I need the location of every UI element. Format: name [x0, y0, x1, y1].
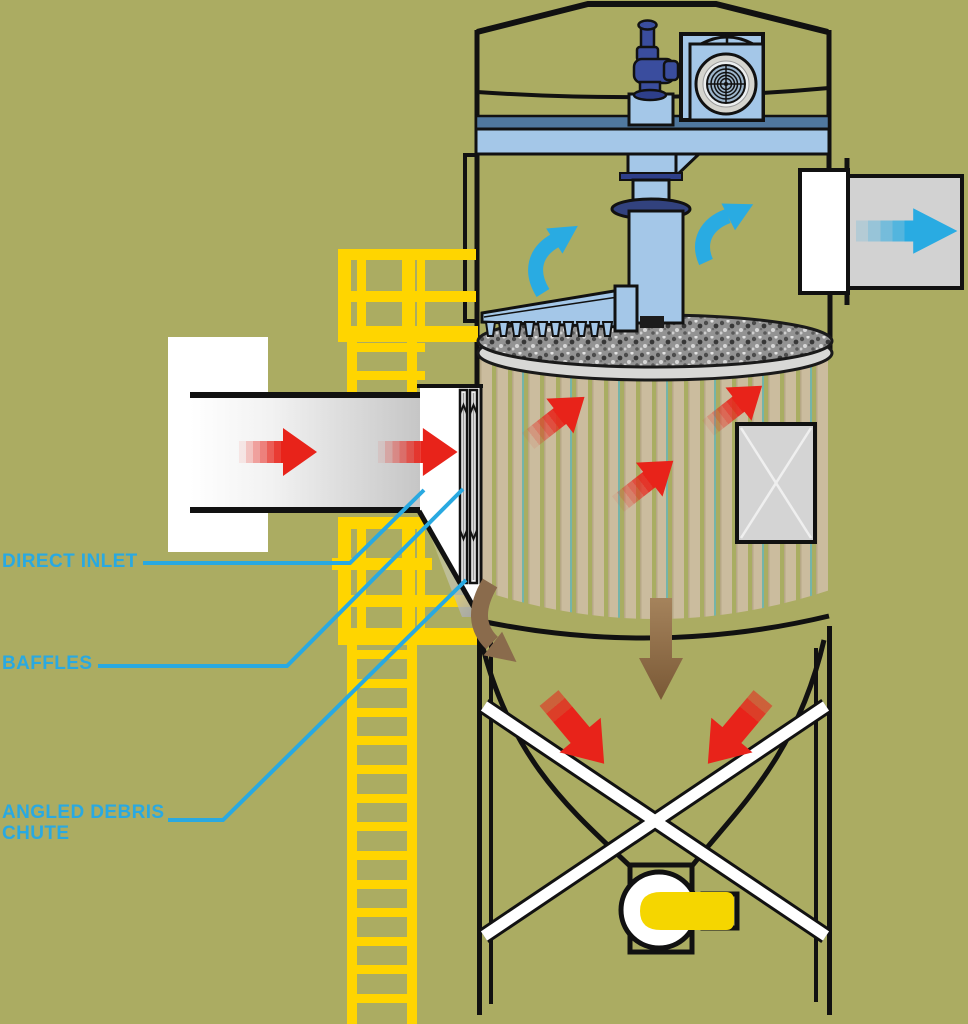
- clean-air-arrow-right: [695, 203, 754, 266]
- clean-air-arrow-left: [528, 225, 578, 297]
- yellow-access-structure: [332, 249, 478, 1024]
- valve-pedestal: [627, 92, 675, 127]
- label-baffles: BAFFLES: [2, 653, 93, 674]
- inlet-assembly: [168, 337, 484, 622]
- column-foot: [640, 316, 664, 328]
- valve-handle: [640, 892, 734, 930]
- support-beam: [474, 127, 831, 156]
- exhaust-fan: [679, 32, 765, 122]
- yellow-ladder: [347, 645, 417, 1024]
- leader-angled-debris-chute: [168, 578, 468, 822]
- sweep-arm-bracket: [613, 284, 639, 333]
- fan-grill: [694, 52, 758, 116]
- lower-platform-cage: [332, 517, 478, 645]
- rotary-valve: [618, 869, 740, 951]
- rotary-sweep-arm: [480, 284, 639, 337]
- leader-lines: [98, 487, 468, 822]
- cone-right-edge: [690, 639, 827, 868]
- dust-fall-arrow-center: [639, 598, 683, 700]
- inlet-duct-bottom-edge: [190, 507, 420, 513]
- sweep-nozzles: [484, 321, 614, 337]
- leader-direct-inlet: [143, 488, 426, 565]
- support-legs: [477, 620, 832, 1015]
- dust-fall-arrow-left: [471, 578, 517, 663]
- leader-baffles: [98, 487, 465, 668]
- center-column: [610, 152, 703, 328]
- top-machinery: [474, 19, 831, 337]
- roof-outline: [476, 0, 829, 35]
- wall-bracket: [463, 153, 477, 323]
- upper-platform-cage: [338, 249, 478, 394]
- label-direct-inlet: DIRECT INLET: [2, 551, 138, 572]
- angled-debris-chute-edge: [416, 509, 484, 622]
- inlet-duct-top-edge: [190, 392, 420, 398]
- access-door: [735, 422, 817, 544]
- outlet-flange-panel: [798, 168, 850, 295]
- cross-braces: [479, 698, 831, 944]
- label-angled-debris-chute: ANGLED DEBRIS CHUTE: [2, 802, 165, 844]
- outlet-assembly: [798, 168, 964, 295]
- pulse-valve: [632, 19, 680, 102]
